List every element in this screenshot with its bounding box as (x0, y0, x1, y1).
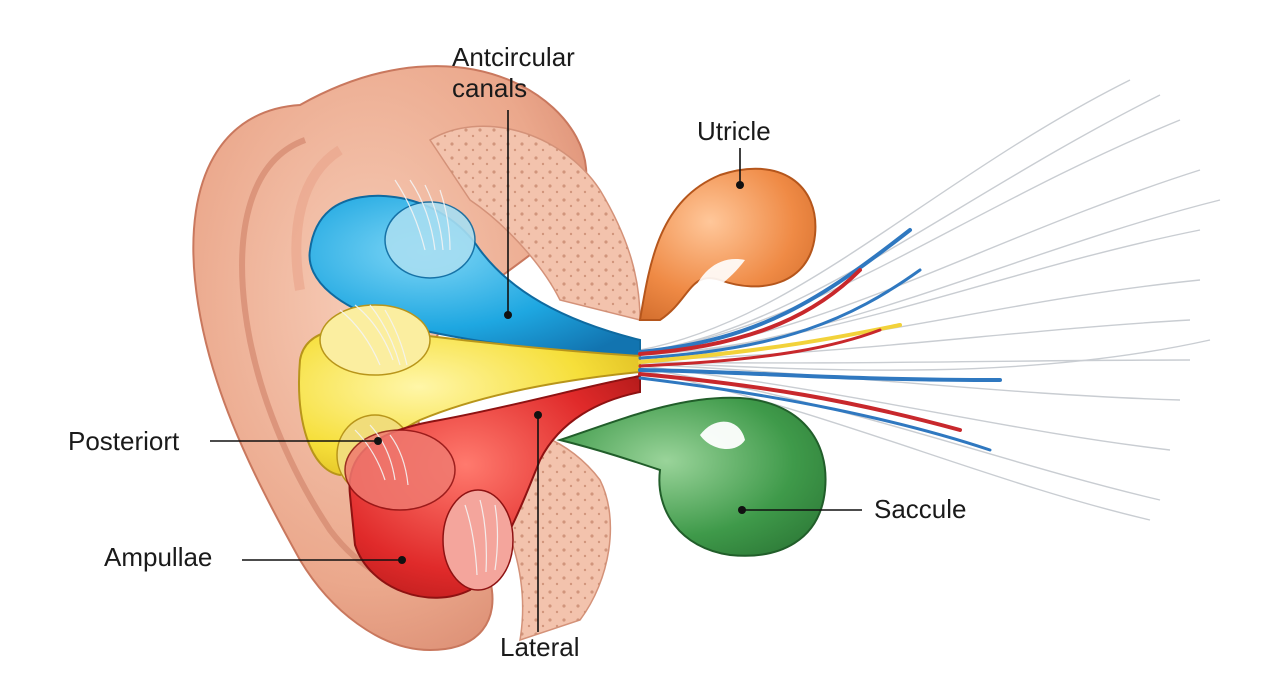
label-lateral: Lateral (500, 632, 580, 662)
nerve-bundle (638, 228, 1002, 452)
leader-lines (210, 110, 862, 632)
label-saccule: Saccule (874, 494, 967, 524)
label-ampullae: Ampullae (104, 542, 212, 572)
label-anterior-canals-line2: canals (452, 73, 527, 103)
label-anterior-canals-line1: Antcircular (452, 42, 575, 72)
label-posterior: Posteriort (68, 426, 180, 456)
label-utricle: Utricle (697, 116, 771, 146)
saccule (556, 396, 827, 557)
utricle (638, 167, 817, 321)
hair-cell-bundles (339, 179, 499, 576)
